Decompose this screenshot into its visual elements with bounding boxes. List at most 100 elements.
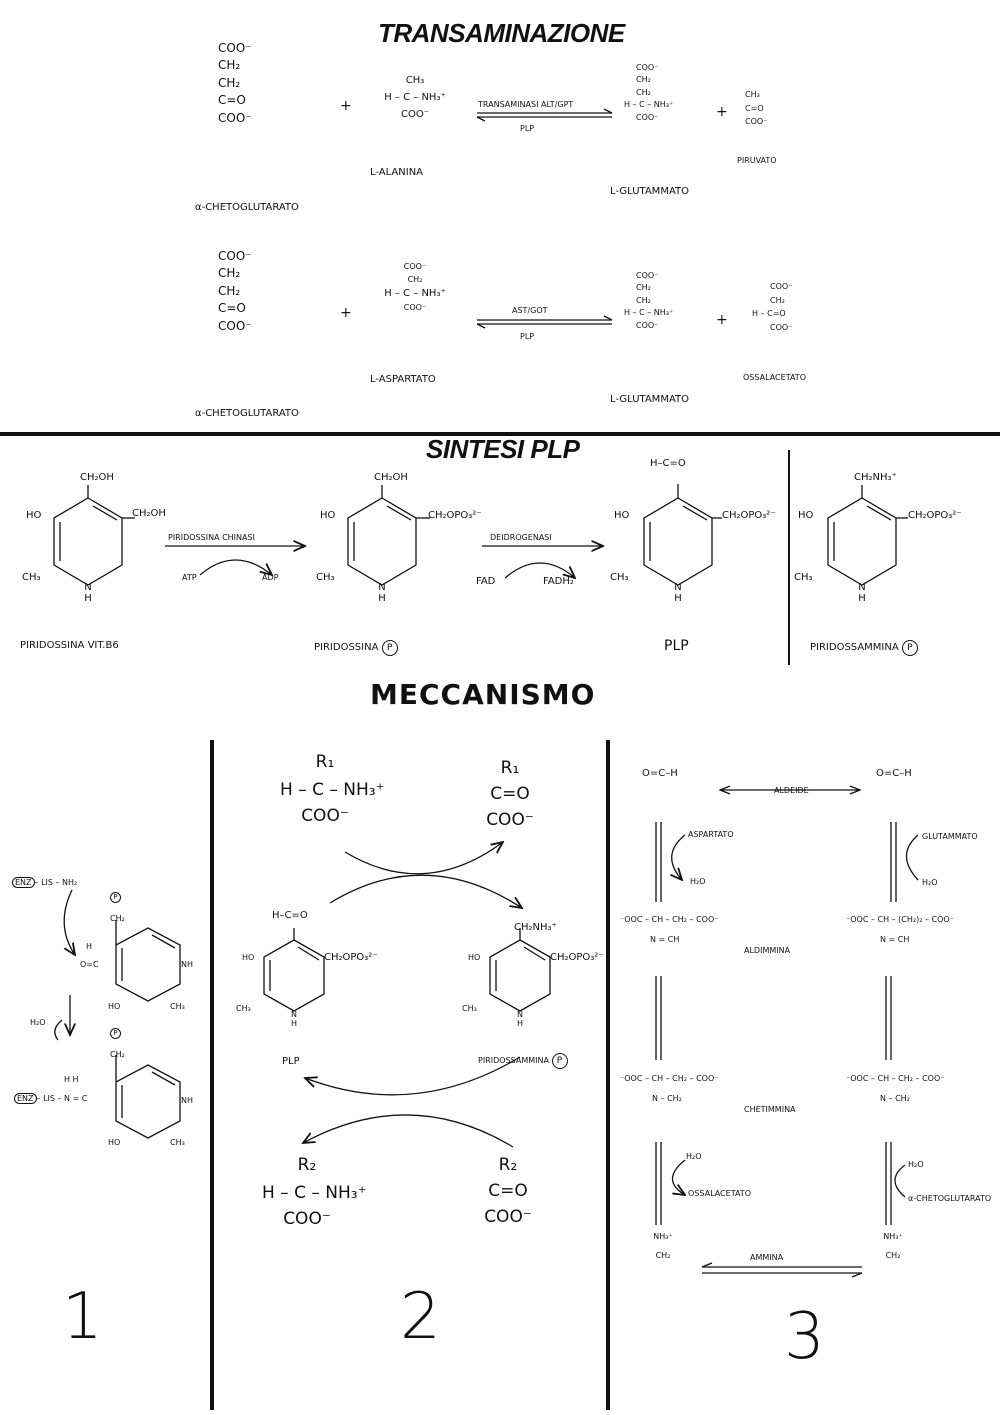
panel2-pmp-ho: HO xyxy=(468,953,481,962)
ketoglutarate-1: COO⁻ CH₂ CH₂ C=O COO⁻ xyxy=(218,41,252,125)
label-glutamate-1: L-GLUTAMMATO xyxy=(610,186,689,197)
label-aspartate: L-ASPARTATO xyxy=(370,374,436,385)
label-ketoglutarate-1: α-CHETOGLUTARATO xyxy=(195,202,299,213)
enzyme-deidrogenasi: DEIDROGENASI xyxy=(490,533,552,542)
ring-pyridoxamine-p xyxy=(827,485,908,586)
panel1-enz-2: ENZ– LIS – N = C xyxy=(14,1093,87,1104)
cofactor-1: PLP xyxy=(520,124,535,133)
pyridoxinep-top: CH₂OH xyxy=(374,472,408,483)
ring-pyridoxine-p xyxy=(347,485,430,586)
label-pyridoxine-p: PIRIDOSSINA P xyxy=(314,640,398,656)
panel3-right-water1: H₂O xyxy=(922,878,938,887)
panel1-p-2: P xyxy=(110,1028,121,1039)
title-sintesi: SINTESI PLP xyxy=(426,434,580,464)
plp-ch3: CH₃ xyxy=(610,572,629,583)
ring-panel1-b xyxy=(115,1055,181,1139)
panel2-pmp-side: CH₂OPO₃²⁻ xyxy=(550,952,604,963)
pmp-ch3: CH₃ xyxy=(794,572,813,583)
panel3-right-aldim: ⁻OOC – CH – (CH₂)₂ – COO⁻ xyxy=(846,915,954,924)
panel3-left-aldim2: N = CH xyxy=(650,935,680,944)
pyridoxinep-ho: HO xyxy=(320,510,336,521)
phosphate-icon: P xyxy=(381,640,398,656)
panel3-ald-right: O=C–H xyxy=(876,768,912,779)
panel2-plp-label: PLP xyxy=(282,1056,300,1067)
panel3-left-in: ASPARTATO xyxy=(688,830,734,839)
pyridoxine-side: CH₂OH xyxy=(132,508,166,519)
panel3-right-water2: H₂O xyxy=(908,1160,924,1169)
panel3-chetimmina: CHETIMMINA xyxy=(744,1105,796,1114)
alanine: CH₃ H – C – NH₃⁺ COO⁻ xyxy=(384,75,446,120)
pyridoxine-top: CH₂OH xyxy=(80,472,114,483)
enzyme-ast: AST/GOT xyxy=(512,306,548,315)
phosphate-icon: P xyxy=(901,640,918,656)
plus-1: + xyxy=(340,98,352,114)
adp: ADP xyxy=(262,573,279,582)
panel3-right-ketim: ⁻OOC – CH – CH₂ – COO⁻ xyxy=(846,1074,945,1083)
panel1-water: H₂O xyxy=(30,1018,46,1027)
panel2-plp-top: H–C=O xyxy=(272,910,308,921)
panel1-hh: H H xyxy=(64,1075,79,1084)
atp: ATP xyxy=(182,573,197,582)
plus-4: + xyxy=(716,312,728,328)
panel1-aldh: H xyxy=(86,942,93,951)
label-pyridoxamine-p: PIRIDOSSAMMINA P xyxy=(810,640,918,656)
panel3-right-amine: NH₃⁺CH₂ xyxy=(883,1232,903,1260)
panel3-left-amine: NH₃⁺CH₂ xyxy=(653,1232,673,1260)
plus-2: + xyxy=(716,104,728,120)
panel2-pmp-ch3: CH₃ xyxy=(462,1004,477,1013)
panel3-aldimmina: ALDIMMINA xyxy=(744,946,791,955)
panel3-right-ketim2: N – CH₂ xyxy=(880,1094,910,1103)
title-meccanismo: MECCANISMO xyxy=(370,678,596,711)
panel1-ho-2: HO xyxy=(108,1138,121,1147)
panel2-ka2: R₂ C=O COO⁻ xyxy=(484,1155,532,1227)
label-oxaloacetate: OSSALACETATO xyxy=(743,373,806,382)
plp-top: H–C=O xyxy=(650,458,686,469)
panel3-right-in: GLUTAMMATO xyxy=(922,832,978,841)
panel1-ho-1: HO xyxy=(108,1002,121,1011)
panel3-left-water2: H₂O xyxy=(686,1152,702,1161)
panel3-right-aldim2: N = CH xyxy=(880,935,910,944)
panel1-nh-1: NH xyxy=(181,960,193,969)
panel2-aa1: R₁ H – C – NH₃⁺ COO⁻ xyxy=(280,752,385,826)
label-pyridoxine: PIRIDOSSINA VIT.B6 xyxy=(20,640,119,651)
panel3-left-water1: H₂O xyxy=(690,877,706,886)
cofactor-2: PLP xyxy=(520,332,535,341)
pmp-top: CH₂NH₃⁺ xyxy=(854,472,897,483)
panel1-enz-1: ENZ– LIS – NH₂ xyxy=(12,877,77,888)
panel2-number: 2 xyxy=(400,1280,441,1354)
plp-side: CH₂OPO₃²⁻ xyxy=(722,510,776,521)
panel1-ch2-1: CH₂ xyxy=(110,914,125,923)
panel3-ammina: AMMINA xyxy=(750,1253,784,1262)
panel2-pmp-label: PIRIDOSSAMMINA P xyxy=(478,1053,568,1069)
panel1-aldehyde: O=C xyxy=(80,960,99,969)
pyruvate: CH₃ C=O COO⁻ xyxy=(745,90,768,127)
pmp-side: CH₂OPO₃²⁻ xyxy=(908,510,962,521)
panel2-pmp-top: CH₂NH₃⁺ xyxy=(514,922,557,933)
panel2-plp-ho: HO xyxy=(242,953,255,962)
ring-panel2-pmp xyxy=(489,928,551,1012)
pyridoxine-ho: HO xyxy=(26,510,42,521)
phosphate-icon: P xyxy=(551,1053,568,1069)
ring-pyridoxine xyxy=(53,485,135,586)
panel3-right-out: α-CHETOGLUTARATO xyxy=(908,1194,992,1203)
panel1-p-1: P xyxy=(110,892,121,903)
panel3-ald-left: O=C–H xyxy=(642,768,678,779)
panel2-plp-ch3: CH₃ xyxy=(236,1004,251,1013)
label-pyruvate: PIRUVATO xyxy=(737,156,777,165)
fadh2: FADH₂ xyxy=(543,576,574,587)
panel2-plp-side: CH₂OPO₃²⁻ xyxy=(324,952,378,963)
panel2-aa2: R₂ H – C – NH₃⁺ COO⁻ xyxy=(262,1155,367,1229)
pyridoxine-ch3: CH₃ xyxy=(22,572,41,583)
ring-panel1-a xyxy=(115,920,181,1002)
pmp-ho: HO xyxy=(798,510,814,521)
panel3-left-ketim: ⁻OOC – CH – CH₂ – COO⁻ xyxy=(620,1074,719,1083)
panel1-number: 1 xyxy=(62,1280,103,1354)
pyridoxinep-ch3: CH₃ xyxy=(316,572,335,583)
panel3-left-out: OSSALACETATO xyxy=(688,1189,751,1198)
panel3-aldeide: ALDEIDE xyxy=(774,786,809,795)
